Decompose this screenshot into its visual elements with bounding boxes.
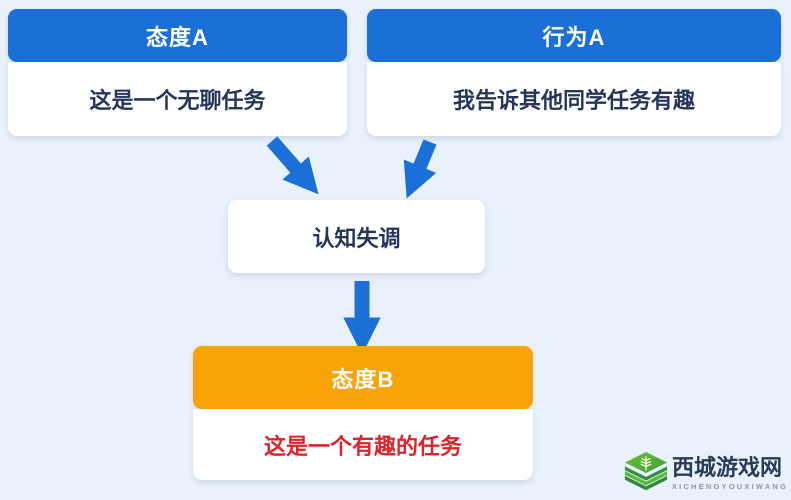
cognitive-dissonance-box: 认知失调	[228, 200, 485, 273]
behavior-a-header: 行为A	[367, 9, 781, 62]
arrow-attitude-a-to-dissonance-icon	[266, 136, 319, 195]
attitude-b-card: 态度B 这是一个有趣的任务	[193, 346, 533, 480]
attitude-a-card: 态度A 这是一个无聊任务	[8, 9, 347, 136]
behavior-a-body-text: 我告诉其他同学任务有趣	[367, 62, 781, 136]
attitude-b-header: 态度B	[193, 346, 533, 409]
attitude-b-body-text: 这是一个有趣的任务	[193, 409, 533, 480]
watermark-site-romanized: XICHENGYOUXIWANG	[671, 482, 788, 491]
watermark-site-name: 西城游戏网	[671, 455, 782, 480]
wheat-stack-logo-icon	[624, 451, 668, 491]
behavior-a-card: 行为A 我告诉其他同学任务有趣	[367, 9, 781, 136]
attitude-a-header: 态度A	[8, 9, 347, 62]
arrow-behavior-a-to-dissonance-icon	[403, 139, 437, 199]
attitude-a-body-text: 这是一个无聊任务	[8, 62, 347, 136]
site-watermark: 西城游戏网 XICHENGYOUXIWANG	[623, 451, 788, 496]
